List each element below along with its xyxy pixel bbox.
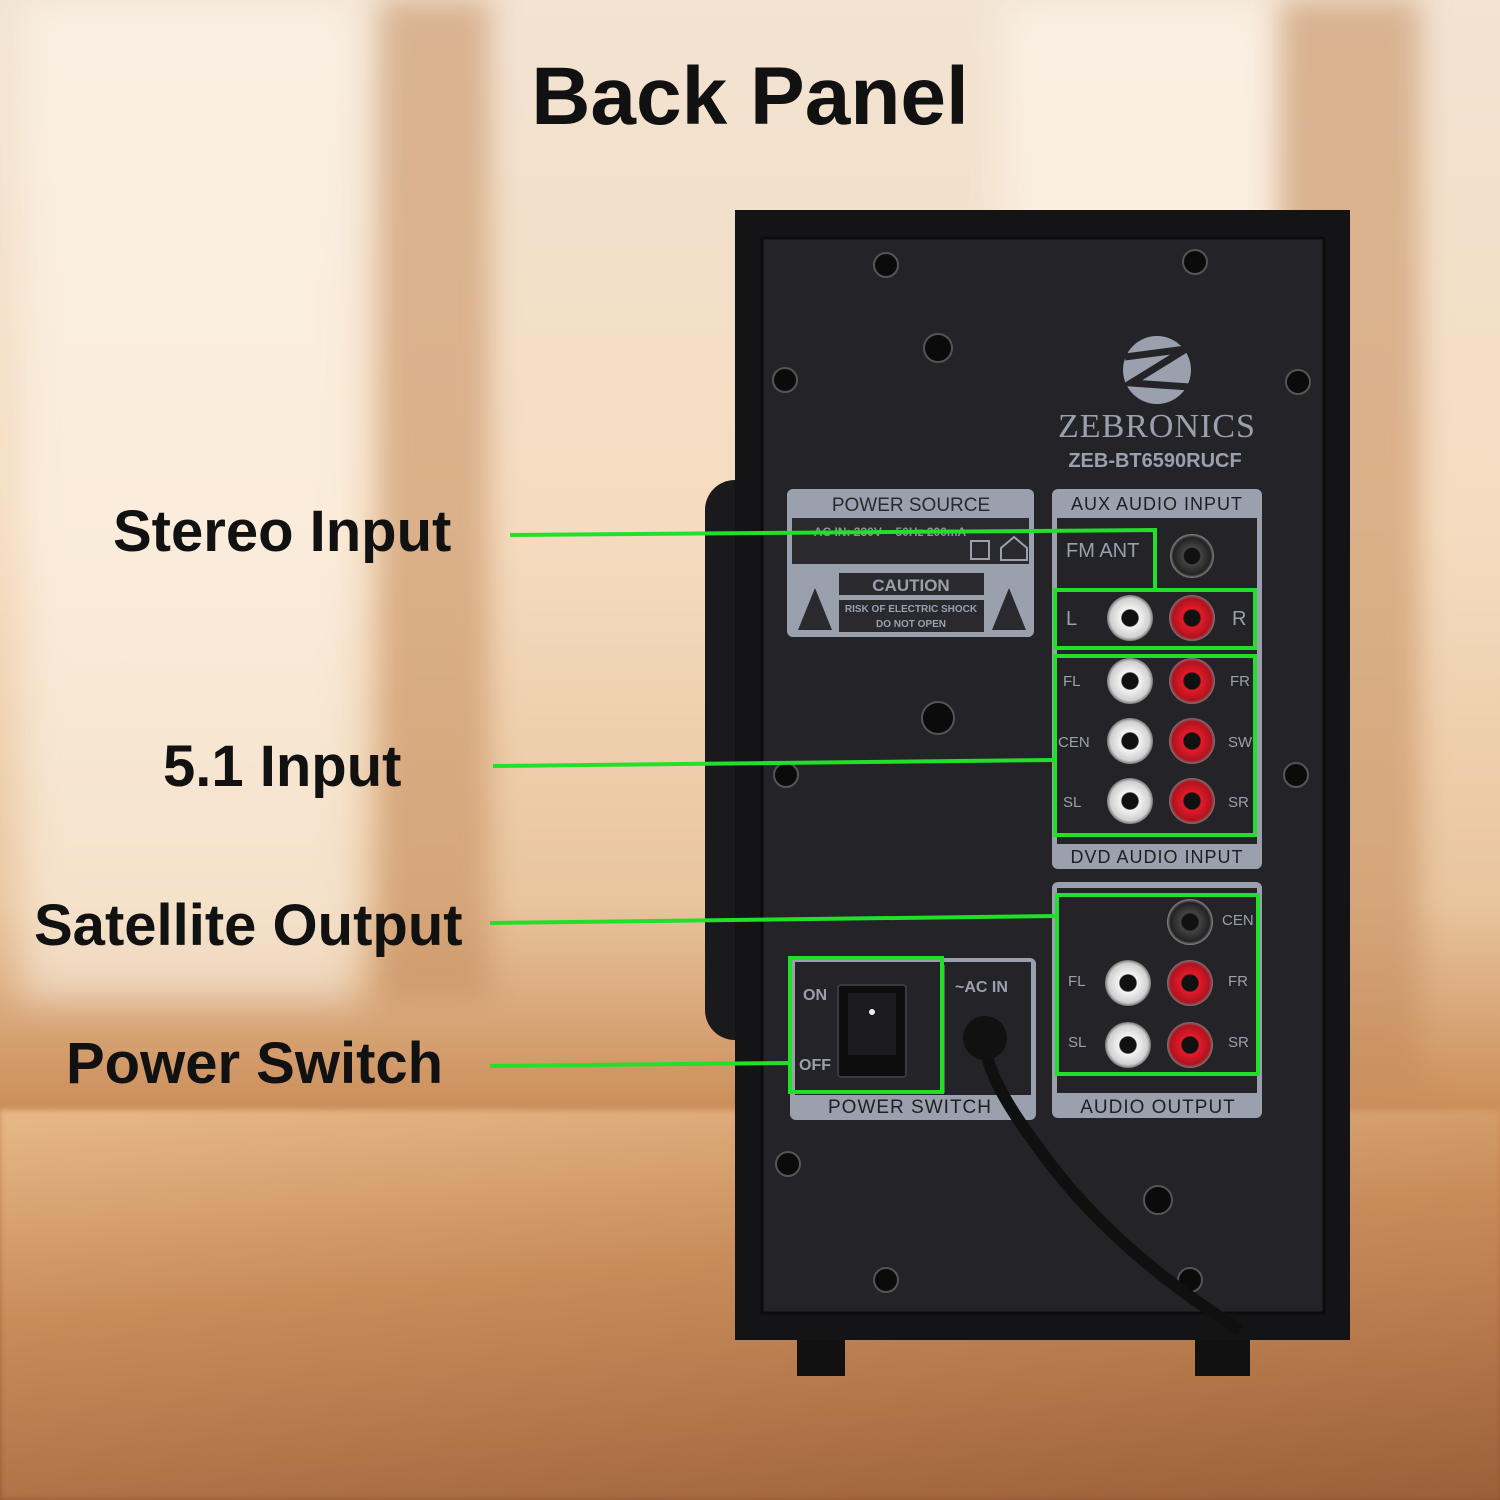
dvd-sw-jack[interactable] — [1169, 718, 1215, 764]
dvd-fl-jack[interactable] — [1107, 658, 1153, 704]
model-number: ZEB-BT6590RUCF — [1068, 450, 1241, 472]
power-switch-heading: POWER SWITCH — [828, 1097, 992, 1118]
background-window-left — [20, 0, 360, 1000]
dvd-sl-label: SL — [1063, 794, 1081, 811]
dvd-fr-jack[interactable] — [1169, 658, 1215, 704]
double-insulation-icon — [970, 540, 990, 560]
switch-off-label: OFF — [799, 1057, 831, 1074]
dvd-sr-jack[interactable] — [1169, 778, 1215, 824]
callout-51-input: 5.1 Input — [163, 734, 402, 799]
dvd-cen-jack[interactable] — [1107, 718, 1153, 764]
dvd-cen-label: CEN — [1058, 734, 1090, 751]
fm-ant-label: FM ANT — [1066, 540, 1139, 562]
input-51-highlight — [1053, 654, 1257, 837]
stereo-input-highlight — [1053, 588, 1257, 650]
caution-line-1: RISK OF ELECTRIC SHOCK — [845, 604, 978, 615]
exclamation-warning-icon — [992, 588, 1026, 630]
aux-left-jack[interactable] — [1107, 595, 1153, 641]
input-51-leader-line — [492, 758, 1056, 768]
output-sr-jack[interactable] — [1167, 1022, 1213, 1068]
callout-stereo-input: Stereo Input — [113, 499, 452, 564]
output-fl-jack[interactable] — [1105, 960, 1151, 1006]
callout-satellite-output: Satellite Output — [34, 893, 463, 958]
dvd-fr-label: FR — [1230, 673, 1250, 690]
satellite-output-highlight — [1055, 893, 1260, 1076]
electric-shock-warning-icon — [798, 588, 832, 630]
ac-plug — [963, 1016, 1007, 1060]
power-source-heading: POWER SOURCE — [832, 495, 990, 516]
output-fl-label: FL — [1068, 973, 1086, 990]
aux-right-label: R — [1232, 608, 1246, 630]
output-sl-label: SL — [1068, 1034, 1086, 1051]
output-cen-jack[interactable] — [1167, 899, 1213, 945]
output-fr-jack[interactable] — [1167, 960, 1213, 1006]
callout-power-switch: Power Switch — [66, 1031, 444, 1096]
stereo-input-leader-line — [509, 527, 1157, 590]
indoor-use-icon — [1000, 535, 1028, 561]
dvd-sl-jack[interactable] — [1107, 778, 1153, 824]
output-fr-label: FR — [1228, 973, 1248, 990]
caution-heading: CAUTION — [872, 576, 949, 595]
page-title: Back Panel — [531, 51, 969, 142]
dvd-sw-label: SW — [1228, 734, 1253, 751]
aux-heading: AUX AUDIO INPUT — [1071, 494, 1243, 514]
fm-antenna-jack[interactable] — [1170, 534, 1214, 578]
dvd-sr-label: SR — [1228, 794, 1249, 811]
aux-left-label: L — [1066, 608, 1077, 630]
power-rocker-switch[interactable] — [837, 984, 907, 1078]
aux-right-jack[interactable] — [1169, 595, 1215, 641]
screws — [772, 249, 1311, 1293]
switch-on-label: ON — [803, 987, 827, 1004]
power-cord — [979, 1039, 1244, 1336]
highlight-overlays — [489, 527, 1260, 1094]
caution-line-2: DO NOT OPEN — [876, 619, 946, 630]
output-cen-label: CEN — [1222, 912, 1254, 929]
output-sl-jack[interactable] — [1105, 1022, 1151, 1068]
dvd-fl-label: FL — [1063, 673, 1081, 690]
zebronics-logo-icon — [1119, 336, 1191, 404]
output-heading: AUDIO OUTPUT — [1080, 1097, 1236, 1118]
brand-name: ZEBRONICS — [1058, 408, 1256, 445]
satellite-output-leader-line — [489, 914, 1058, 925]
ac-in-label: ~AC IN — [955, 979, 1008, 996]
dvd-heading: DVD AUDIO INPUT — [1070, 847, 1243, 867]
background-post — [380, 0, 490, 1000]
power-switch-leader-line — [489, 1061, 791, 1068]
power-switch-highlight — [788, 956, 944, 1094]
output-sr-label: SR — [1228, 1034, 1249, 1051]
